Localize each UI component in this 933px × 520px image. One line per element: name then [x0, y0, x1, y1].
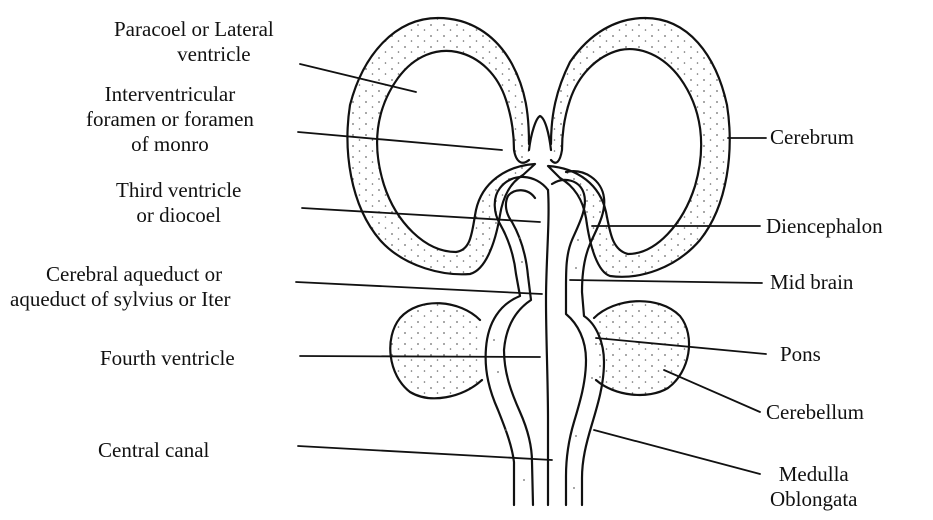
label-paracoel: Paracoel or Lateral ventricle: [114, 17, 274, 67]
label-third-ventricle: Third ventricle or diocoel: [116, 178, 241, 228]
label-mid-brain: Mid brain: [770, 270, 853, 295]
median-fissure: [529, 116, 551, 150]
leader-cerebral-aqueduct: [296, 282, 542, 294]
leader-third-ventricle: [302, 208, 540, 222]
label-cerebellum: Cerebellum: [766, 400, 864, 425]
label-fourth-ventricle: Fourth ventricle: [100, 346, 235, 371]
leader-central-canal: [298, 446, 552, 460]
cerebellum-right-lobe: [594, 301, 689, 395]
stem-midline: [546, 190, 549, 505]
label-cerebral-aqueduct: Cerebral aqueduct or aqueduct of sylvius…: [10, 262, 326, 312]
leader-mid-brain: [570, 280, 762, 283]
leader-fourth-ventricle: [300, 356, 540, 357]
leader-cerebellum: [664, 370, 760, 412]
cerebrum-right-hemisphere: [548, 18, 730, 277]
label-diencephalon: Diencephalon: [766, 214, 883, 239]
label-medulla-oblongata: Medulla Oblongata: [770, 462, 857, 512]
label-central-canal: Central canal: [98, 438, 209, 463]
leader-medulla: [594, 430, 760, 474]
cerebellum-left-lobe: [390, 303, 482, 398]
label-interventricular-foramen: Interventricular foramen or foramen of m…: [86, 82, 254, 157]
label-cerebrum: Cerebrum: [770, 125, 854, 150]
stem-stipple: [493, 237, 597, 489]
label-pons: Pons: [780, 342, 821, 367]
leader-interventricular: [298, 132, 502, 150]
